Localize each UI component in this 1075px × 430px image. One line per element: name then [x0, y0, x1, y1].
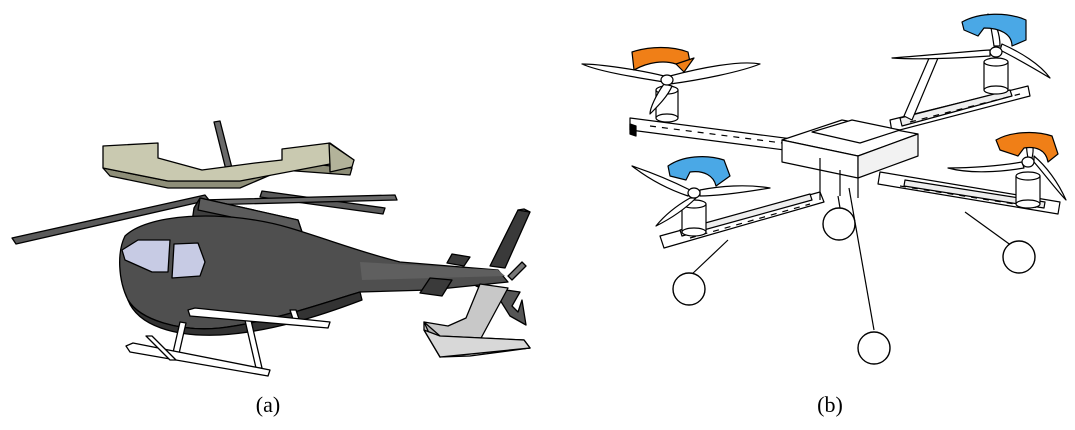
caption-panel-b: (b): [817, 392, 843, 418]
motor-front-right: [1016, 172, 1040, 208]
caption-panel-a: (a): [256, 392, 280, 418]
tail-rotor-shaft: [508, 262, 526, 280]
load-circle-center: [823, 208, 855, 240]
arm-rear-left: [630, 118, 800, 152]
rotor-mast: [214, 121, 232, 170]
helicopter-illustration: [12, 121, 530, 376]
tether-lines: [690, 188, 1012, 330]
tail-fin: [490, 209, 530, 268]
load-circles: [673, 208, 1035, 364]
load-circle-front: [858, 332, 890, 364]
rotation-arrow-blue-front-left: [668, 157, 730, 186]
motor-rear-right: [984, 58, 1008, 94]
rotation-arrow-orange-rear-left: [632, 48, 694, 73]
quadrotor-illustration: [582, 14, 1066, 364]
load-circle-right: [1003, 241, 1035, 273]
quadrotor-central-body: [782, 120, 918, 200]
load-circle-left: [673, 273, 705, 305]
